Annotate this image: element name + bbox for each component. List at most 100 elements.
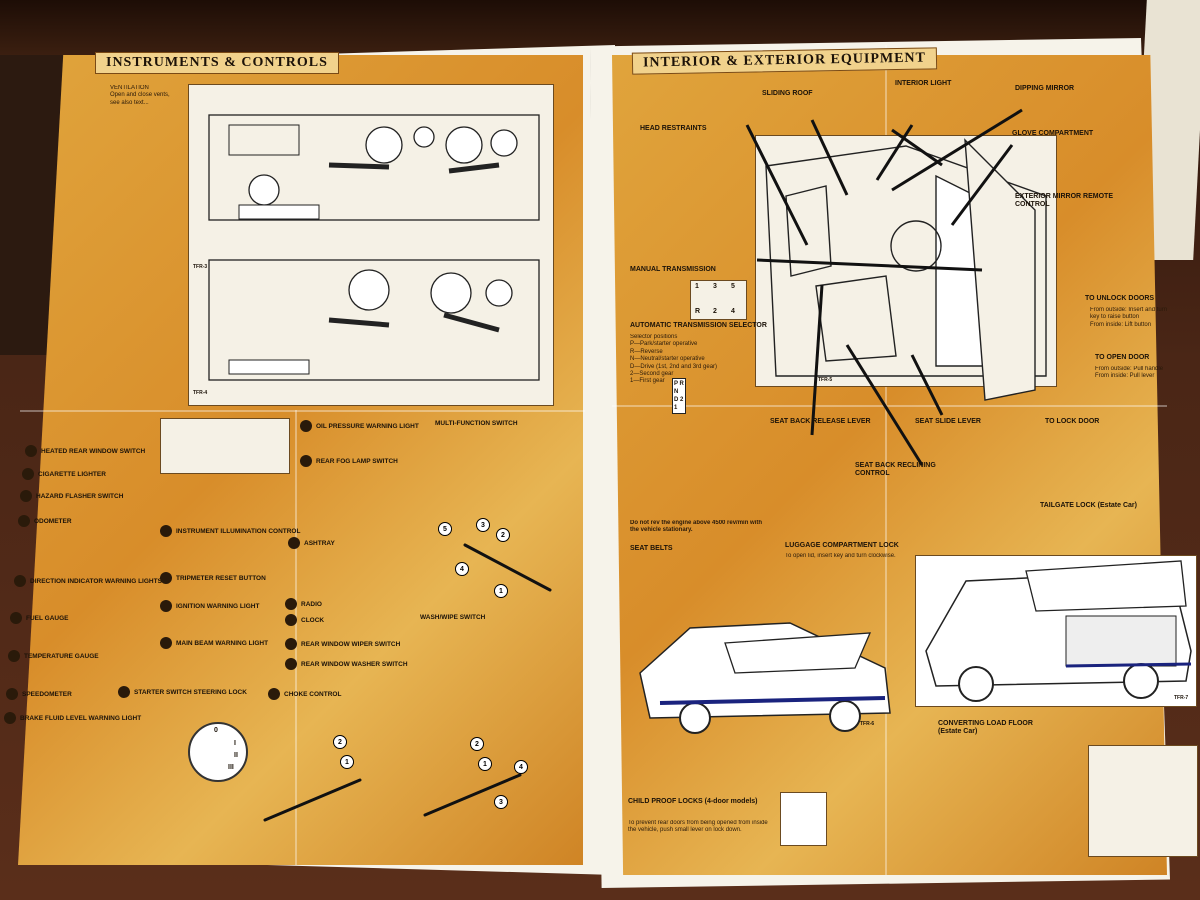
ignition-switch-diagram: 0 I II III <box>188 722 248 782</box>
legend-label: DIRECTION INDICATOR WARNING LIGHTS <box>30 577 162 585</box>
legend-label: MAIN BEAM WARNING LIGHT <box>176 639 269 647</box>
legend-item: MULTI-FUNCTION SWITCH <box>435 420 518 427</box>
legend-label: WASH/WIPE SWITCH <box>420 614 486 621</box>
ignition-position: II <box>234 752 238 759</box>
section-title-instruments: INSTRUMENTS & CONTROLS <box>95 52 339 74</box>
stalk-number: 4 <box>455 562 469 576</box>
ignition-position: I <box>234 740 236 747</box>
luggage-lock-text: To open lid, insert key and turn clockwi… <box>785 553 896 559</box>
ignition-position: 0 <box>214 727 218 734</box>
choke-control-drawing <box>263 778 362 822</box>
estate-car-diagram: TFR-7 <box>915 555 1197 707</box>
legend-label: CLOCK <box>301 616 325 624</box>
child-lock-text: To prevent rear doors from being opened … <box>628 820 768 834</box>
figure-code: TFR-4 <box>193 390 208 396</box>
dashboard-diagram: TFR-3 TFR-4 <box>188 84 554 406</box>
stalk-number: 3 <box>494 795 508 809</box>
figure-code: TFR-7 <box>1174 695 1189 701</box>
legend-item: ASHTRAY <box>288 537 335 549</box>
legend-item: WASH/WIPE SWITCH <box>420 614 485 621</box>
legend-item: RADIO <box>285 598 322 610</box>
legend-label: REAR WINDOW WIPER SWITCH <box>301 640 401 648</box>
load-floor-diagram <box>1088 745 1198 857</box>
number-badge <box>268 688 280 700</box>
fold-line <box>885 45 887 875</box>
legend-item: MAIN BEAM WARNING LIGHT <box>160 637 268 649</box>
callout-seat-back-reclining: SEAT BACK RECLINING CONTROL <box>855 462 936 477</box>
wash-wipe-stalk-drawing <box>423 773 522 817</box>
legend-item: TEMPERATURE GAUGE <box>8 650 99 662</box>
number-badge <box>285 614 297 626</box>
gear-position: 5 <box>731 283 735 290</box>
engine-rev-warning: Do not rev the engine above 4500 rev/min… <box>630 520 763 534</box>
callout-child-proof-locks: CHILD PROOF LOCKS (4-door models) <box>628 798 758 805</box>
number-badge <box>160 525 172 537</box>
stalk-number: 1 <box>340 755 354 769</box>
number-badge <box>160 600 172 612</box>
gear-position: R <box>695 308 701 315</box>
number-badge <box>285 658 297 670</box>
legend-item: DIRECTION INDICATOR WARNING LIGHTS <box>14 575 162 587</box>
callout-interior-light: INTERIOR LIGHT <box>895 80 952 87</box>
callout-lines <box>745 108 1023 466</box>
figure-code: TFR-5 <box>818 377 833 383</box>
stalk-number: 4 <box>514 760 528 774</box>
legend-label: BRAKE FLUID LEVEL WARNING LIGHT <box>20 714 142 722</box>
callout-head-restraints: HEAD RESTRAINTS <box>640 125 707 132</box>
legend-item: CLOCK <box>285 614 324 626</box>
legend-label: TEMPERATURE GAUGE <box>24 652 99 660</box>
stalk-number: 2 <box>496 528 510 542</box>
callout-seat-slide-lever: SEAT SLIDE LEVER <box>915 418 981 425</box>
callout-converting-load-floor: CONVERTING LOAD FLOOR (Estate Car) <box>938 720 1033 735</box>
child-lock-diagram <box>780 792 827 846</box>
number-badge <box>288 537 300 549</box>
heater-control-diagram <box>160 418 290 474</box>
dashboard-drawing <box>208 114 540 381</box>
stalk-number: 2 <box>333 735 347 749</box>
saloon-car-diagram: TFR-6 <box>630 608 900 738</box>
legend-label: REAR WINDOW WASHER SWITCH <box>301 660 408 668</box>
legend-item: OIL PRESSURE WARNING LIGHT <box>300 420 419 432</box>
legend-label: HEATED REAR WINDOW SWITCH <box>41 447 146 455</box>
callout-sliding-roof: SLIDING ROOF <box>762 90 813 97</box>
fold-line <box>612 405 1167 407</box>
legend-label: REAR FOG LAMP SWITCH <box>316 457 398 465</box>
automatic-selector-text: Selector positions P—Park/starter operat… <box>630 334 718 385</box>
callout-luggage-lock: LUGGAGE COMPARTMENT LOCK <box>785 542 899 549</box>
legend-label: RADIO <box>301 600 322 608</box>
multifunction-stalk-drawing <box>463 543 552 592</box>
auto-selector-gate: P R N D 2 1 <box>672 378 686 414</box>
legend-label: ODOMETER <box>34 517 72 525</box>
callout-dipping-mirror: DIPPING MIRROR <box>1015 85 1075 92</box>
callout-glove-compartment: GLOVE COMPARTMENT <box>1012 130 1094 137</box>
number-badge <box>6 688 18 700</box>
gear-position: 3 <box>713 283 717 290</box>
ignition-position: III <box>228 764 234 771</box>
legend-label: OIL PRESSURE WARNING LIGHT <box>316 422 419 430</box>
legend-item: IGNITION WARNING LIGHT <box>160 600 259 612</box>
stalk-number: 5 <box>438 522 452 536</box>
fold-line <box>295 410 297 865</box>
legend-label: IGNITION WARNING LIGHT <box>176 602 260 610</box>
estate-car-drawing <box>925 560 1192 702</box>
stalk-number: 1 <box>478 757 492 771</box>
legend-item: CHOKE CONTROL <box>268 688 341 700</box>
gear-position: 2 <box>713 308 717 315</box>
number-badge <box>118 686 130 698</box>
legend-item: ODOMETER <box>18 515 72 527</box>
callout-exterior-mirror: EXTERIOR MIRROR REMOTE CONTROL <box>1015 193 1114 208</box>
callout-unlock-doors: TO UNLOCK DOORS <box>1085 295 1155 302</box>
figure-code: TFR-3 <box>193 264 208 270</box>
number-badge <box>300 455 312 467</box>
legend-label: FUEL GAUGE <box>26 614 69 622</box>
legend-label: ASHTRAY <box>304 539 335 547</box>
legend-item: REAR WINDOW WIPER SWITCH <box>285 638 400 650</box>
number-badge <box>14 575 26 587</box>
door-drawing <box>964 138 1036 401</box>
gear-position: 4 <box>731 308 735 315</box>
figure-code: TFR-6 <box>860 721 875 727</box>
legend-item: CIGARETTE LIGHTER <box>22 468 106 480</box>
legend-label: STARTER SWITCH STEERING LOCK <box>134 688 247 696</box>
callout-seat-belts: SEAT BELTS <box>630 545 673 552</box>
number-badge <box>8 650 20 662</box>
